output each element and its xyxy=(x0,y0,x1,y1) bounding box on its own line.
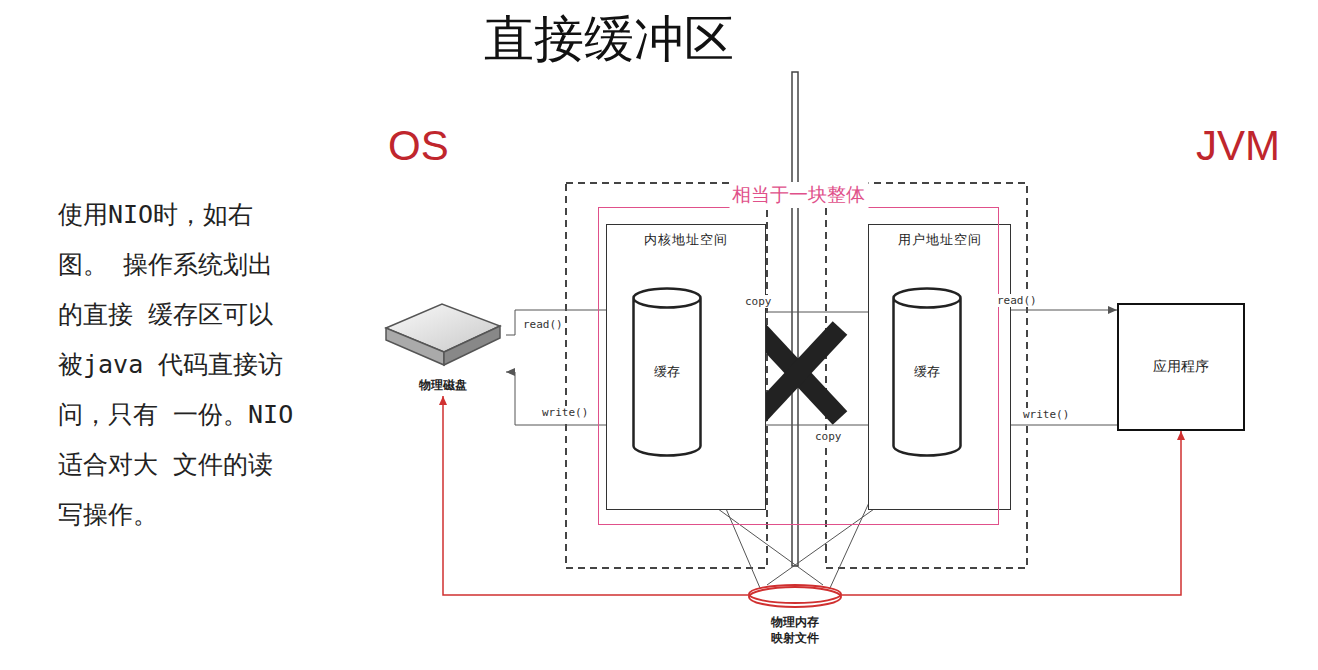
edge-label: read() xyxy=(522,318,564,331)
diagram-title: 直接缓冲区 xyxy=(0,10,1268,68)
node-label: 物理磁盘 xyxy=(380,377,506,394)
application-box: 应用程序 xyxy=(1117,303,1245,431)
node-label: 物理内存 映射文件 xyxy=(764,614,826,646)
address-space-box: 内核地址空间缓存 xyxy=(606,224,766,510)
cylinder-shape xyxy=(634,289,701,456)
address-space-box: 用户地址空间缓存 xyxy=(868,224,1011,510)
node-label: 用户地址空间 xyxy=(869,231,1010,249)
disk-side xyxy=(386,328,444,365)
cylinder-shape xyxy=(894,289,961,456)
whole-region-frame: 相当于一块整体 xyxy=(598,207,999,525)
disk-side xyxy=(444,326,500,365)
note-text: 使用NIO时，如右图。 操作系统划出的直接 缓存区可以被java 代码直接访问，… xyxy=(58,190,296,540)
node-label: 缓存 xyxy=(654,363,680,381)
divider-pillar xyxy=(792,72,798,566)
ellipse-ring xyxy=(749,585,841,603)
edge-label: write() xyxy=(541,406,589,419)
node-label: 应用程序 xyxy=(1153,358,1209,376)
cache-cylinder: 缓存 xyxy=(892,287,962,457)
node-label: 内核地址空间 xyxy=(607,231,765,249)
edge-label: write() xyxy=(1022,408,1070,421)
disk-node: 物理磁盘 xyxy=(380,292,506,396)
memory-mapped-file: 物理内存 映射文件 xyxy=(744,580,846,658)
region-label: JVM xyxy=(1196,122,1280,170)
cache-cylinder: 缓存 xyxy=(632,287,702,457)
edge-label: copy xyxy=(814,430,843,443)
jvm-dashed-region xyxy=(826,183,1027,568)
edge-label: read() xyxy=(996,294,1038,307)
edge-label: copy xyxy=(744,295,773,308)
os-dashed-region xyxy=(566,183,767,568)
forbidden-cross xyxy=(756,328,840,418)
node-label: 相当于一块整体 xyxy=(729,182,868,208)
node-label: 缓存 xyxy=(914,363,940,381)
region-label: OS xyxy=(388,122,449,170)
